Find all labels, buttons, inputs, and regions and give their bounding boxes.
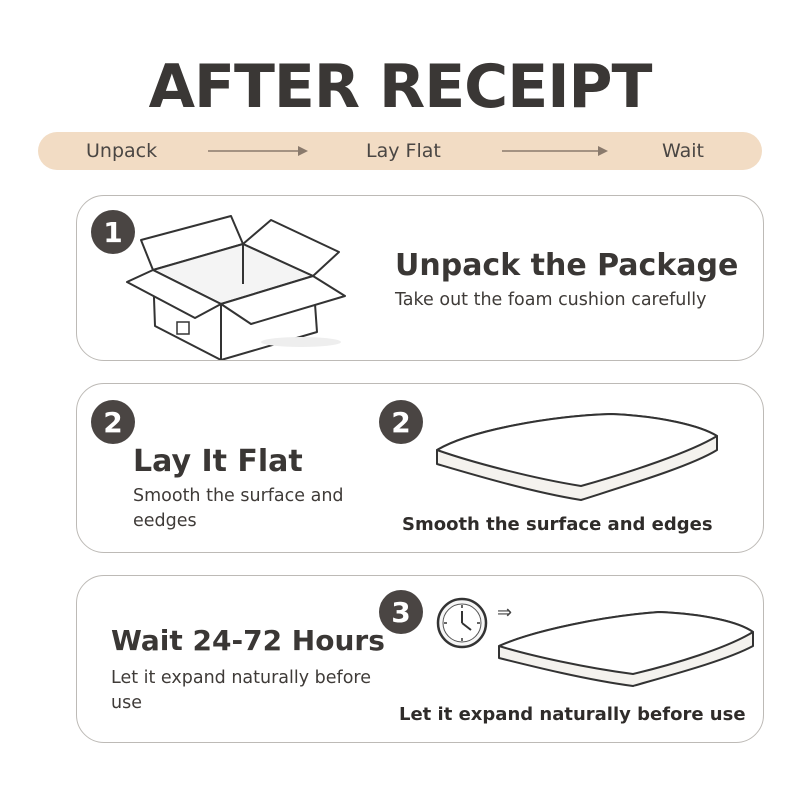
flow-step-wait: Wait [662, 140, 704, 162]
flat-cushion-icon [436, 413, 718, 501]
step-card-unpack: 1 Unpack the Package Take out the foam c… [76, 195, 764, 361]
flow-step-lay-flat: Lay Flat [366, 140, 441, 162]
process-flow-bar: Unpack Lay Flat Wait [38, 132, 762, 170]
expanding-cushion-icon [498, 611, 754, 687]
step-heading: Unpack the Package [395, 248, 739, 283]
step-description: Let it expand naturally before use [111, 668, 371, 713]
step-number-badge: 3 [379, 590, 423, 634]
flow-step-unpack: Unpack [86, 140, 158, 162]
flow-arrow-icon [502, 146, 608, 156]
clock-icon [436, 597, 488, 649]
step-caption: Let it expand naturally before use [399, 704, 746, 725]
step-number-badge: 1 [91, 210, 135, 254]
step-description: Take out the foam cushion carefully [395, 290, 707, 310]
open-box-icon [126, 215, 346, 360]
page-title: AFTER RECEIPT [148, 52, 653, 122]
flow-arrow-icon [208, 146, 308, 156]
arrow-icon: ⇒ [497, 602, 513, 623]
step-card-lay-flat: 2 Lay It Flat Smooth the surface and eed… [76, 383, 764, 553]
step-heading: Lay It Flat [133, 444, 303, 479]
step-card-wait: Wait 24-72 Hours Let it expand naturally… [76, 575, 764, 743]
step-heading: Wait 24-72 Hours [111, 624, 385, 657]
step-description: Smooth the surface and eedges [133, 486, 344, 531]
step-caption: Smooth the surface and edges [402, 514, 713, 535]
step-number-badge: 2 [379, 400, 423, 444]
step-number-badge: 2 [91, 400, 135, 444]
